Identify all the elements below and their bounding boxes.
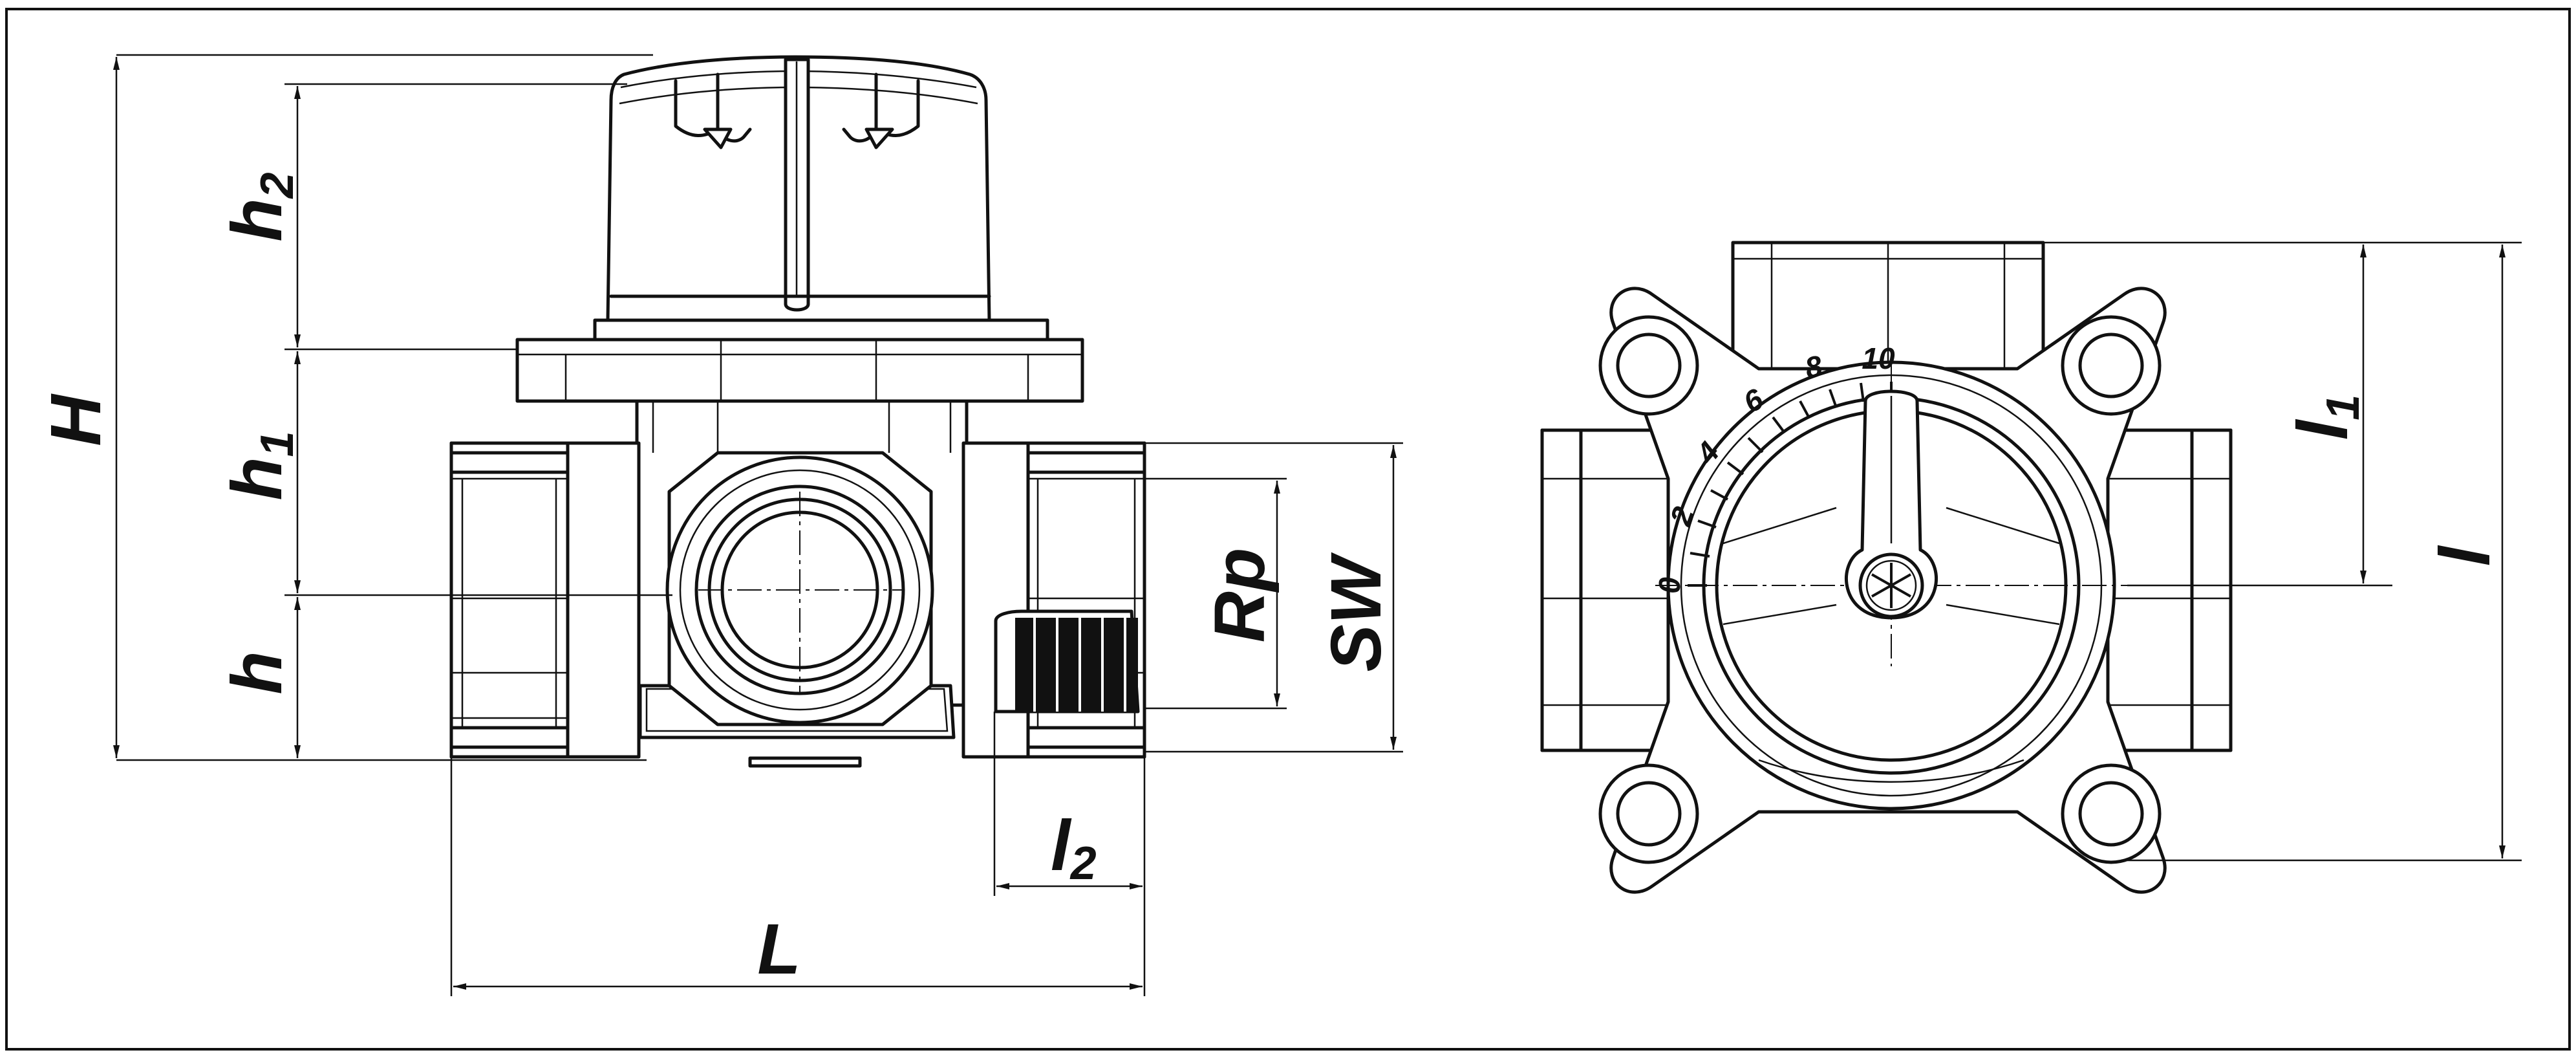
- pointer-handle: [1845, 389, 1938, 620]
- drawing-frame: [5, 8, 2571, 1051]
- dim-Rp-label: Rp: [1200, 548, 1280, 643]
- actuator-knob: [606, 55, 991, 322]
- right-port: [961, 441, 1146, 759]
- dim-l2-label: l2: [1051, 806, 1097, 889]
- scale-number-10: 10: [1862, 342, 1895, 375]
- side-view: H h2 h1 h Rp SW l2 L: [36, 54, 1403, 996]
- left-port: [449, 441, 641, 759]
- screw-icon: [1871, 563, 1911, 608]
- dim-SW-label: SW: [1316, 552, 1396, 671]
- dim-l1-label: l1: [2283, 395, 2369, 441]
- front-port: [665, 451, 934, 726]
- thread-section: [1015, 618, 1138, 712]
- dim-h2-label: h2: [217, 172, 303, 241]
- dim-h-label: h: [217, 651, 297, 694]
- dim-h1-label: h1: [217, 431, 303, 500]
- flange-plate: [515, 318, 1084, 403]
- dim-L-label: L: [757, 910, 800, 989]
- dim-H-label: H: [36, 393, 116, 446]
- front-view: 0 2 4 6 8 10: [1540, 241, 2522, 894]
- dim-l-label: l: [2425, 545, 2505, 566]
